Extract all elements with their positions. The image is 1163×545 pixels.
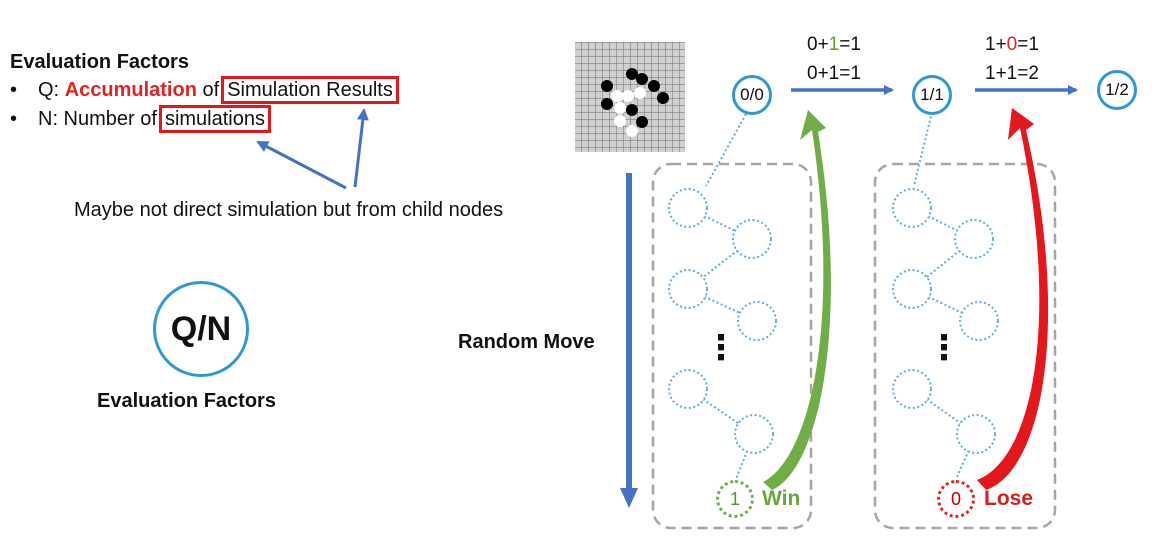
result-win: Win [762,487,801,510]
leaf-lose: 0 [937,480,975,518]
qn-circle: Q/N [153,281,249,377]
formula-part: =1 [1017,34,1039,55]
formula-highlight: 0 [1006,34,1018,55]
formula-part: =1 [839,34,861,55]
leaf-win-value: 1 [729,488,740,509]
formula-second: 1+0=1 1+1=2 [985,30,1039,88]
bullet-dot-icon: • [10,108,18,130]
tree-lose [892,111,999,480]
formula-part: 0+ [807,34,829,55]
node-third: 1/2 [1097,70,1137,110]
node-third-label: 1/2 [1105,80,1129,99]
simulation-frame-lose [873,162,1057,530]
qn-caption: Evaluation Factors [97,390,276,412]
tree-win [668,113,777,480]
q-boxed: Simulation Results [221,76,399,104]
leaf-win: 1 [716,480,754,518]
formula-highlight: 1 [828,34,840,55]
leaf-lose-value: 0 [950,488,961,509]
bullet-dot-icon: • [10,79,18,101]
formula-first-line2: 0+1=1 [807,63,861,84]
formula-second-line2: 1+1=2 [985,63,1039,84]
node-root: 0/0 [732,75,772,115]
qn-label: Q/N [170,309,232,348]
formula-first-line1: 0+1=1 [807,30,861,59]
n-boxed: simulations [158,105,271,133]
q-mid: of [202,79,220,101]
formula-second-line1: 1+0=1 [985,30,1039,59]
simulation-frame-win [651,162,813,530]
ellipsis-win: ⋮ [704,329,738,367]
random-move-label: Random Move [458,331,595,353]
heading: Evaluation Factors [10,51,189,73]
node-second: 1/1 [912,75,952,115]
ellipsis-lose: ⋮ [927,329,961,367]
note-arrow-right [353,108,369,188]
formula-part: 1+ [985,34,1007,55]
node-second-label: 1/1 [920,85,944,104]
q-accent: Accumulation [64,79,197,101]
go-board-icon [575,42,685,152]
q-prefix: Q: [38,79,60,101]
result-lose: Lose [984,487,1034,510]
note: Maybe not direct simulation but from chi… [74,199,504,221]
backprop-arrow-lose [977,108,1049,490]
note-arrow-left [256,140,347,190]
node-root-label: 0/0 [740,85,764,104]
formula-first: 0+1=1 0+1=1 [807,30,861,88]
backprop-arrow-win [763,110,831,490]
n-prefix: N: Number of [38,108,157,130]
